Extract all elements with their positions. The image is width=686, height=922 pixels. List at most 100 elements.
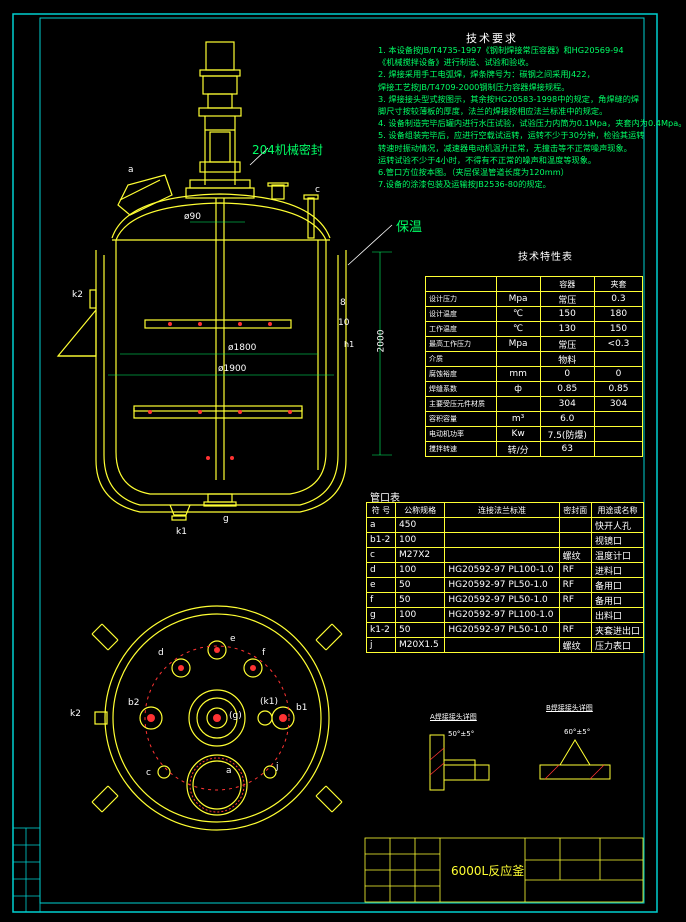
table-cell: 备用口 <box>590 592 645 608</box>
table-header-cell: 公称规格 <box>394 502 446 518</box>
table-row: 介质 物料 <box>425 351 644 367</box>
table-cell: 螺纹 <box>558 637 592 653</box>
table-cell: 常压 <box>539 291 595 307</box>
jacket-outline <box>103 255 339 506</box>
tech-req-line: 7.设备的涂漆包装及运输按JB2536-80的规定。 <box>378 179 551 190</box>
table-cell: 螺纹 <box>558 547 592 563</box>
table-cell: RF <box>558 562 592 578</box>
table-cell <box>593 441 644 457</box>
nozzle-a-label: a <box>128 165 134 175</box>
table-cell <box>444 532 560 548</box>
tech-req-line: 1. 本设备按JB/T4735-1997《钢制焊接常压容器》和HG20569-9… <box>378 45 624 55</box>
plan-d-label: d <box>158 648 164 658</box>
table-cell: 快开人孔 <box>590 517 645 533</box>
table-header-row: 符 号公称规格连接法兰标准密封面用途或名称 <box>366 502 645 518</box>
table-cell: ℃ <box>495 321 541 337</box>
motor-box <box>205 41 235 71</box>
table-cell: g <box>366 607 396 623</box>
nozzle-table-title: 管口表 <box>370 493 400 504</box>
plan-bolt-circles <box>144 645 290 813</box>
table-cell: HG20592-97 PL50-1.0 <box>444 622 560 638</box>
tech-req-line: 6.管口方位按本图。（夹层保温管道长度为120mm） <box>378 167 569 177</box>
table-cell: 温度计口 <box>590 547 645 563</box>
dim-8-label: 8 <box>340 298 346 308</box>
table-cell: 焊缝系数 <box>425 381 497 397</box>
table-cell: 物料 <box>539 351 595 367</box>
table-header-cell: 容器 <box>539 276 595 292</box>
table-cell: 工作温度 <box>425 321 497 337</box>
weld-detail-a <box>429 734 490 791</box>
table-cell: ф <box>495 381 541 397</box>
weld-hatching <box>429 747 605 780</box>
table-cell: 夹套进出口 <box>590 622 645 638</box>
table-cell: b1-2 <box>366 532 396 548</box>
plan-g-label: (g) <box>229 711 242 721</box>
table-cell: k1-2 <box>366 622 396 638</box>
table-header-cell: 符 号 <box>366 502 396 518</box>
table-cell: 搅拌转速 <box>425 441 497 457</box>
table-cell: f <box>366 592 396 608</box>
tech-req-line: 2. 焊接采用手工电弧焊，焊条牌号为：碳钢之间采用J422， <box>378 69 595 80</box>
table-cell: 50 <box>394 622 446 638</box>
table-cell <box>558 607 592 623</box>
table-cell: RF <box>558 622 592 638</box>
table-cell: 450 <box>394 517 446 533</box>
table-cell: 100 <box>394 562 446 578</box>
tech-req-line: 运转试验不少于4小时，不得有不正常的噪声和温度等现象。 <box>378 154 597 165</box>
table-cell: 63 <box>539 441 595 457</box>
table-cell: 100 <box>394 607 446 623</box>
inner-frame <box>39 17 645 904</box>
table-cell: 介质 <box>425 351 497 367</box>
nozzle-g-label: g <box>223 514 229 524</box>
dia1900-label: ø1900 <box>218 364 247 374</box>
tech-req-line: 3. 焊接接头型式按图示，其余按HG20583-1998中的规定，角焊缝的焊 <box>378 93 640 104</box>
table-cell <box>558 517 592 533</box>
table-cell: 50 <box>394 577 446 593</box>
plan-e-label: e <box>230 634 236 644</box>
insulation-label: 保温 <box>396 220 423 235</box>
dia1800-label: ø1800 <box>228 343 257 353</box>
table-cell: e <box>366 577 396 593</box>
nozzle-c-label: c <box>315 185 320 195</box>
table-cell: 出料口 <box>590 607 645 623</box>
table-cell: M20X1.5 <box>394 637 446 653</box>
table-cell: HG20592-97 PL50-1.0 <box>444 577 560 593</box>
dim-h1-label: h1 <box>344 340 355 349</box>
table-cell: ℃ <box>495 306 541 322</box>
nozzle-k1-label: k1 <box>176 527 187 537</box>
vessel-shell <box>115 202 327 495</box>
table-cell <box>444 637 560 653</box>
table-cell <box>495 396 541 412</box>
tech-req-line: 5. 设备组装完毕后，应进行空载试运转，运转不少于30分钟，检验其运转 <box>378 130 645 141</box>
plan-k2-label: k2 <box>70 709 81 719</box>
table-cell: Mpa <box>495 336 541 352</box>
dim-10-label: 10 <box>338 318 350 328</box>
tech-req-line: 4. 设备制造完毕后罐内进行水压试验，试验压力内筒为0.1Mpa，夹套内为0.4… <box>378 118 686 129</box>
tech-req-line: 焊接工艺按JB/T4709-2000钢制压力容器焊接规程。 <box>378 81 570 92</box>
table-cell <box>558 532 592 548</box>
title-block-grid <box>364 837 644 903</box>
dia90-label: ø90 <box>184 212 201 222</box>
table-header-cell: 连接法兰标准 <box>444 502 560 518</box>
plan-j-label: j <box>276 762 279 772</box>
table-cell: 304 <box>539 396 595 412</box>
weld-b-title: B焊接接头详图 <box>546 704 593 712</box>
drawing-name: 6000L反应釜 <box>451 864 525 878</box>
table-cell: RF <box>558 592 592 608</box>
table-header-row: 容器夹套 <box>425 276 644 292</box>
nozzle-a <box>117 174 173 216</box>
table-cell: 压力表口 <box>590 637 645 653</box>
weld-a-angle: 50°±5° <box>448 730 475 738</box>
table-cell: 容积容量 <box>425 411 497 427</box>
support-lug-left <box>56 308 97 357</box>
